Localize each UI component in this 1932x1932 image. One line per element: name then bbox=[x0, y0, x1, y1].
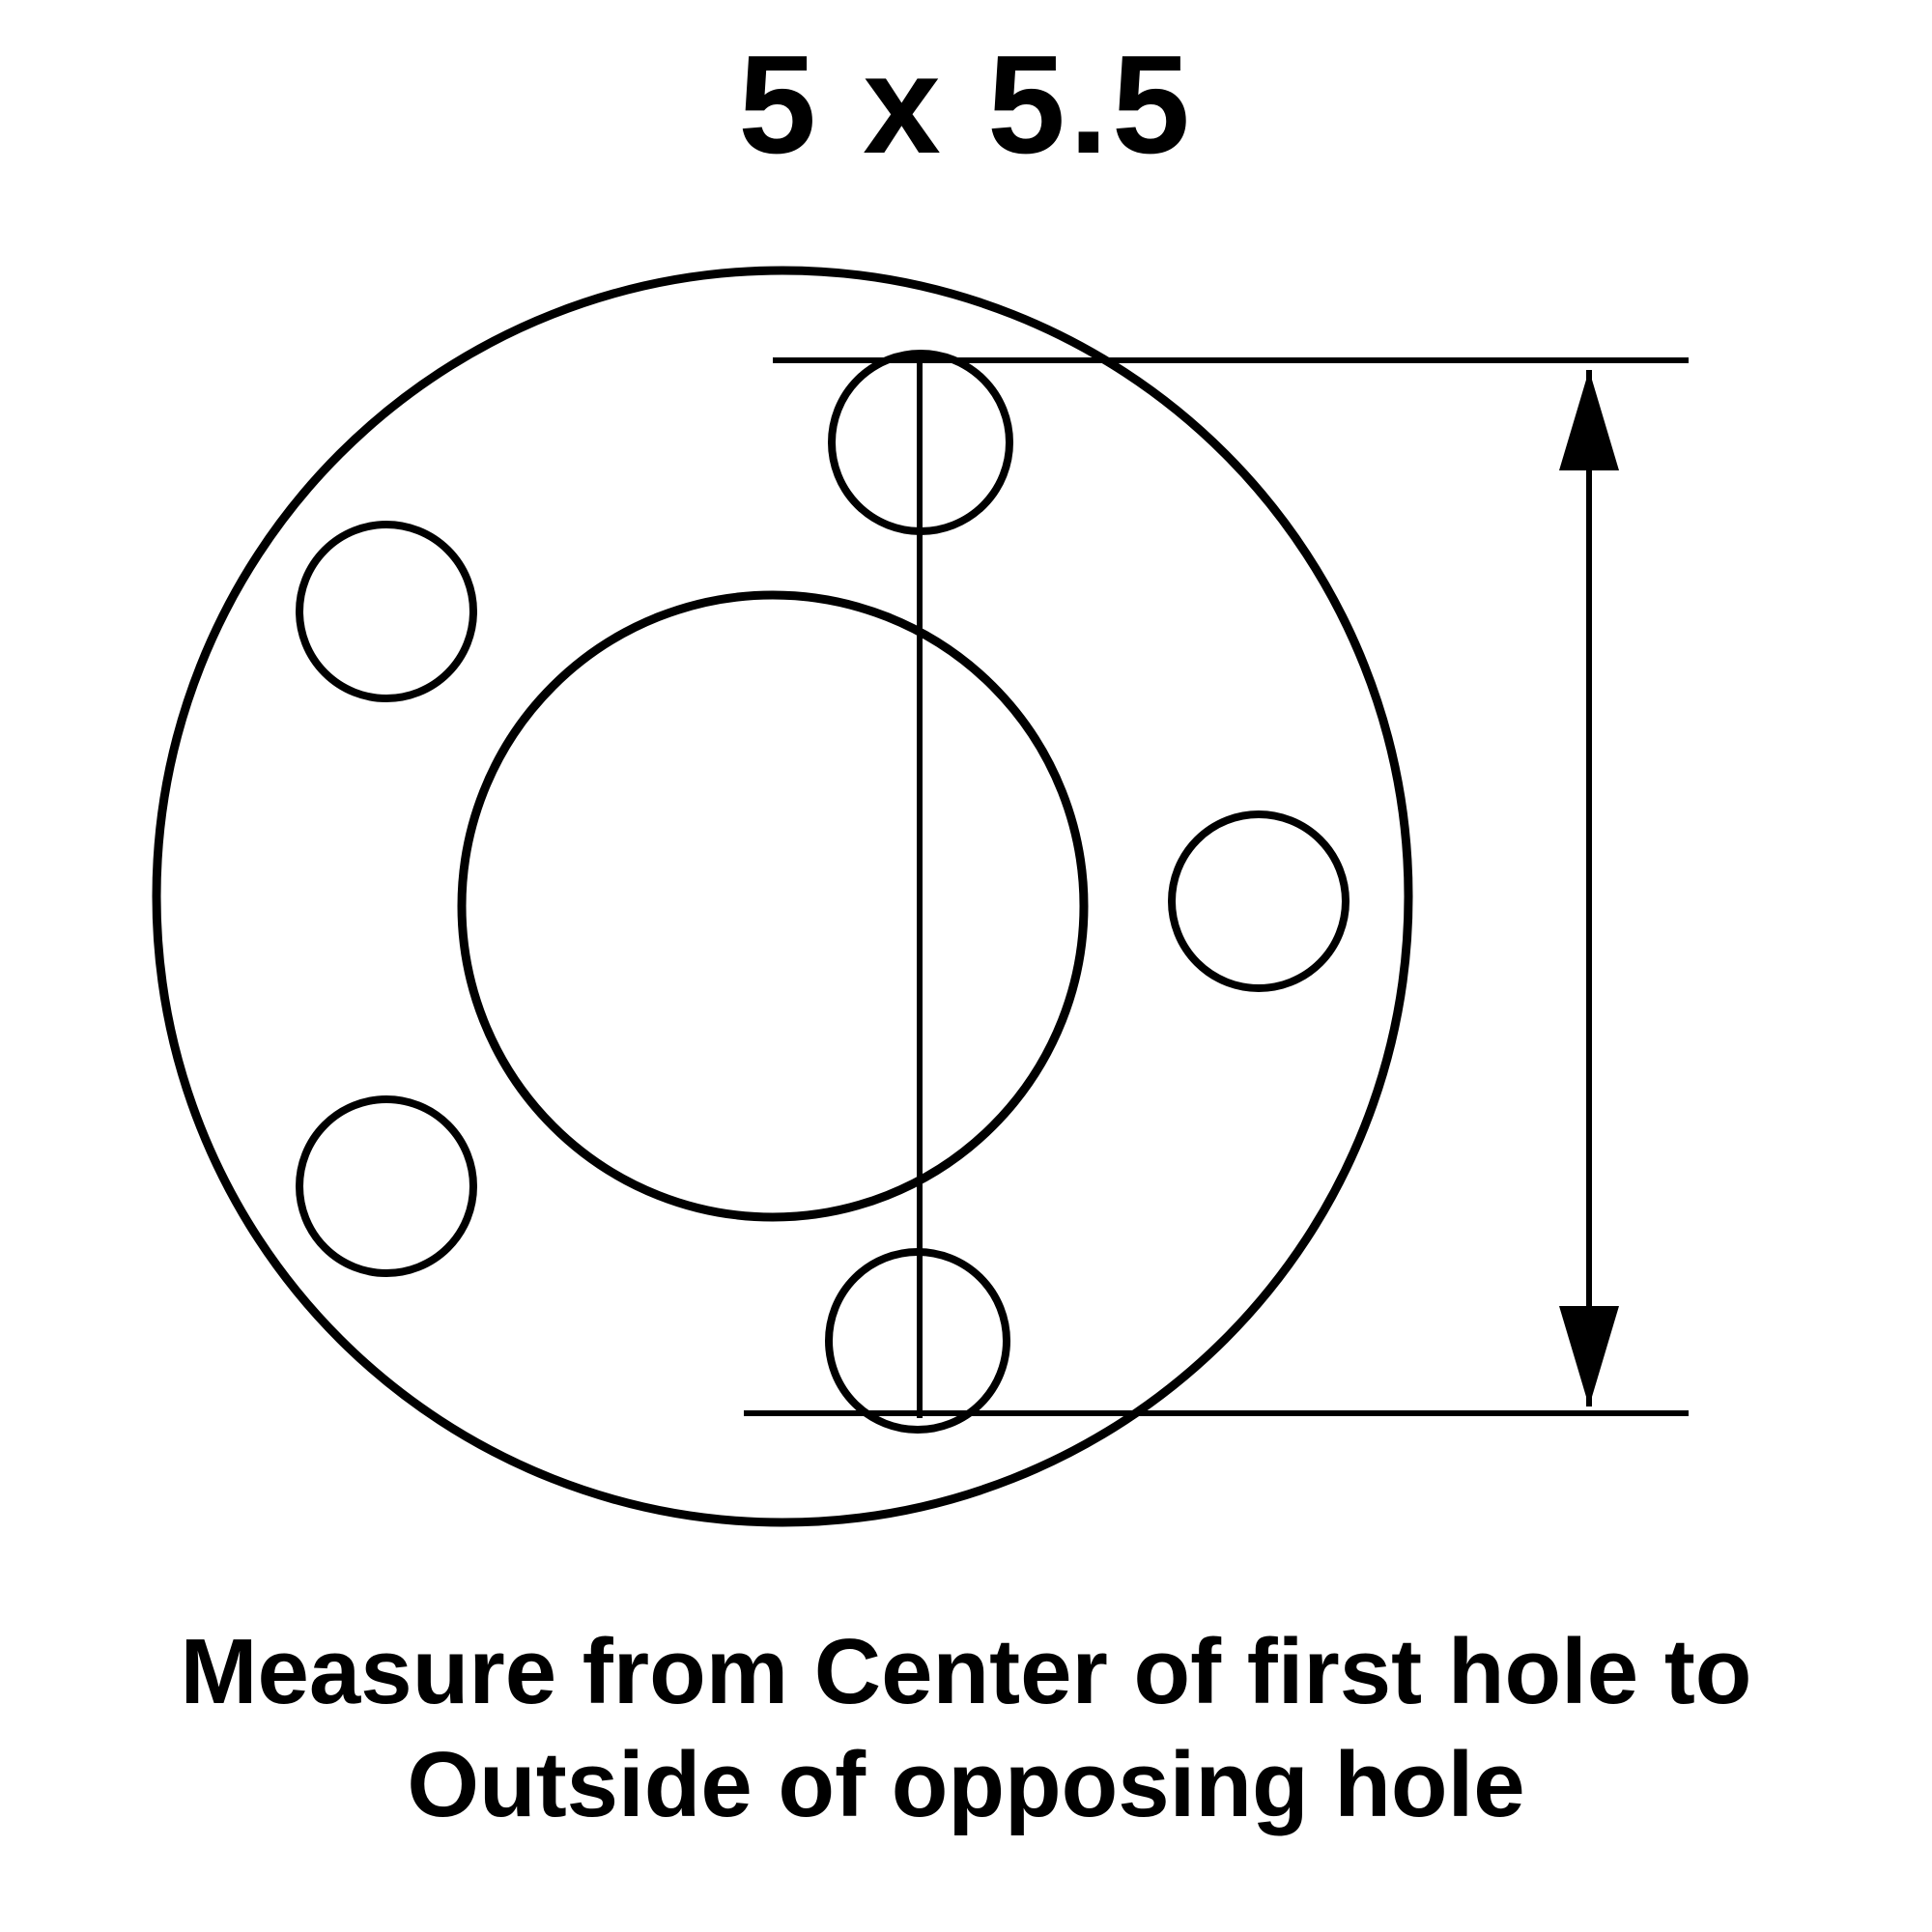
bolt-pattern-title: 5 x 5.5 bbox=[738, 26, 1194, 183]
measurement-caption-line2: Outside of opposing hole bbox=[407, 1733, 1525, 1837]
dimension-arrow-down-icon bbox=[1559, 1306, 1619, 1406]
bolt-hole-upper-left bbox=[296, 521, 477, 702]
bolt-hole-lower-left bbox=[296, 1095, 477, 1277]
measurement-caption-line1: Measure from Center of first hole to bbox=[180, 1620, 1752, 1723]
wheel-outer-circle bbox=[152, 266, 1413, 1527]
measurement-caption: Measure from Center of first hole to Out… bbox=[0, 1615, 1932, 1841]
bolt-hole-right bbox=[1168, 810, 1350, 992]
dimension-arrow-up-icon bbox=[1559, 370, 1619, 470]
center-bore-circle bbox=[457, 590, 1089, 1222]
